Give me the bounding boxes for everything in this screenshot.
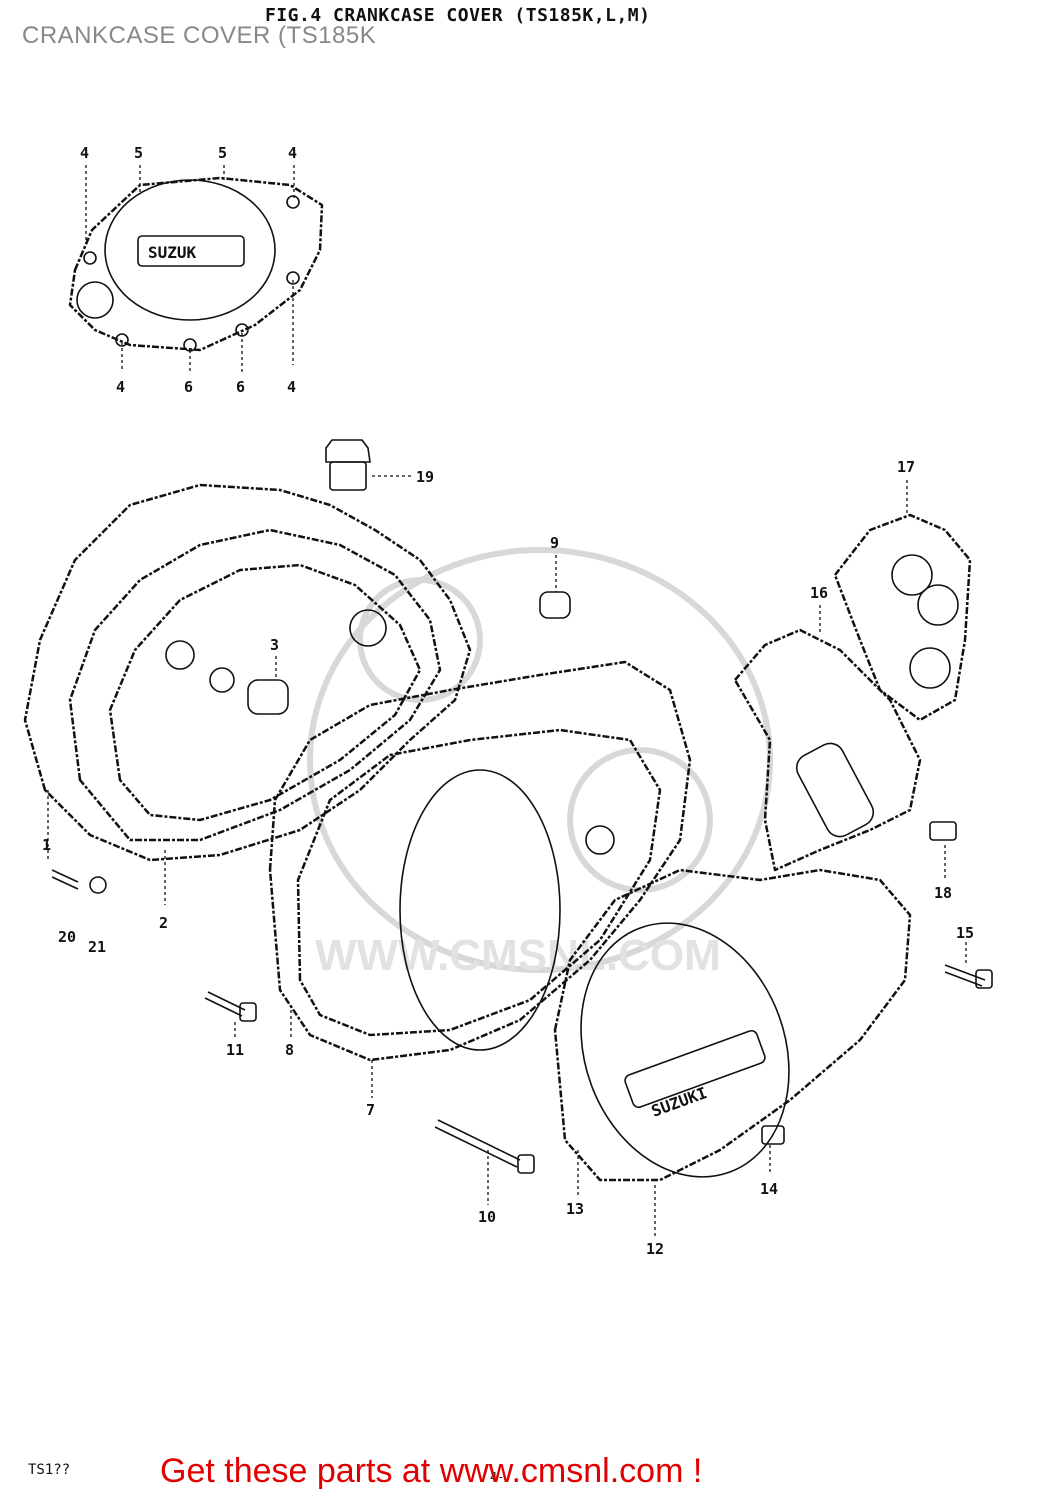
callout-19: 19 bbox=[416, 468, 434, 486]
callout-20: 20 bbox=[58, 928, 76, 946]
callout-4: 4 bbox=[288, 144, 297, 162]
callout-14: 14 bbox=[760, 1180, 778, 1198]
callout-2: 2 bbox=[159, 914, 168, 932]
callout-5: 5 bbox=[218, 144, 227, 162]
leader-lines bbox=[47, 165, 967, 1236]
dowel-pin bbox=[539, 591, 571, 619]
footer-model-code: TS1?? bbox=[28, 1462, 71, 1478]
crankcase-cover-left bbox=[23, 483, 472, 862]
callout-21: 21 bbox=[88, 938, 106, 956]
callout-12: 12 bbox=[646, 1240, 664, 1258]
page-mark: 4- bbox=[490, 1470, 505, 1484]
small-clutch-cover: SUZUK bbox=[68, 176, 324, 352]
callout-6: 6 bbox=[236, 378, 245, 396]
callout-15: 15 bbox=[956, 924, 974, 942]
cover-plate bbox=[833, 513, 972, 722]
fasteners bbox=[51, 821, 993, 1174]
large-cover-logo: SUZUKI bbox=[649, 1083, 710, 1121]
magneto-cover bbox=[268, 660, 692, 1062]
callout-9: 9 bbox=[550, 534, 559, 552]
small-cover-logo: SUZUK bbox=[148, 243, 197, 262]
callout-4: 4 bbox=[80, 144, 89, 162]
watermark-text: WWW.CMSNL.COM bbox=[315, 931, 721, 980]
callout-11: 11 bbox=[226, 1041, 244, 1059]
figure-title: FIG.4 CRANKCASE COVER (TS185K,L,M) bbox=[265, 5, 651, 26]
callout-6: 6 bbox=[184, 378, 193, 396]
callout-5: 5 bbox=[134, 144, 143, 162]
callout-3: 3 bbox=[270, 636, 279, 654]
callout-17: 17 bbox=[897, 458, 915, 476]
callout-16: 16 bbox=[810, 584, 828, 602]
callout-4: 4 bbox=[116, 378, 125, 396]
callout-1: 1 bbox=[42, 836, 51, 854]
callout-13: 13 bbox=[566, 1200, 584, 1218]
callout-labels: 4 5 5 4 4 6 6 4 19 9 3 17 16 1 2 18 15 2… bbox=[42, 144, 974, 1258]
oil-filler-cap bbox=[325, 439, 371, 491]
callout-4: 4 bbox=[287, 378, 296, 396]
sprocket-guard bbox=[733, 628, 922, 872]
shop-call-to-action[interactable]: Get these parts at www.cmsnl.com ! bbox=[160, 1452, 703, 1490]
callout-18: 18 bbox=[934, 884, 952, 902]
callout-10: 10 bbox=[478, 1208, 496, 1226]
outer-cover: SUZUKI bbox=[553, 868, 912, 1182]
diagram-caption: CRANKCASE COVER (TS185K bbox=[22, 22, 377, 49]
callout-8: 8 bbox=[285, 1041, 294, 1059]
callout-7: 7 bbox=[366, 1101, 375, 1119]
